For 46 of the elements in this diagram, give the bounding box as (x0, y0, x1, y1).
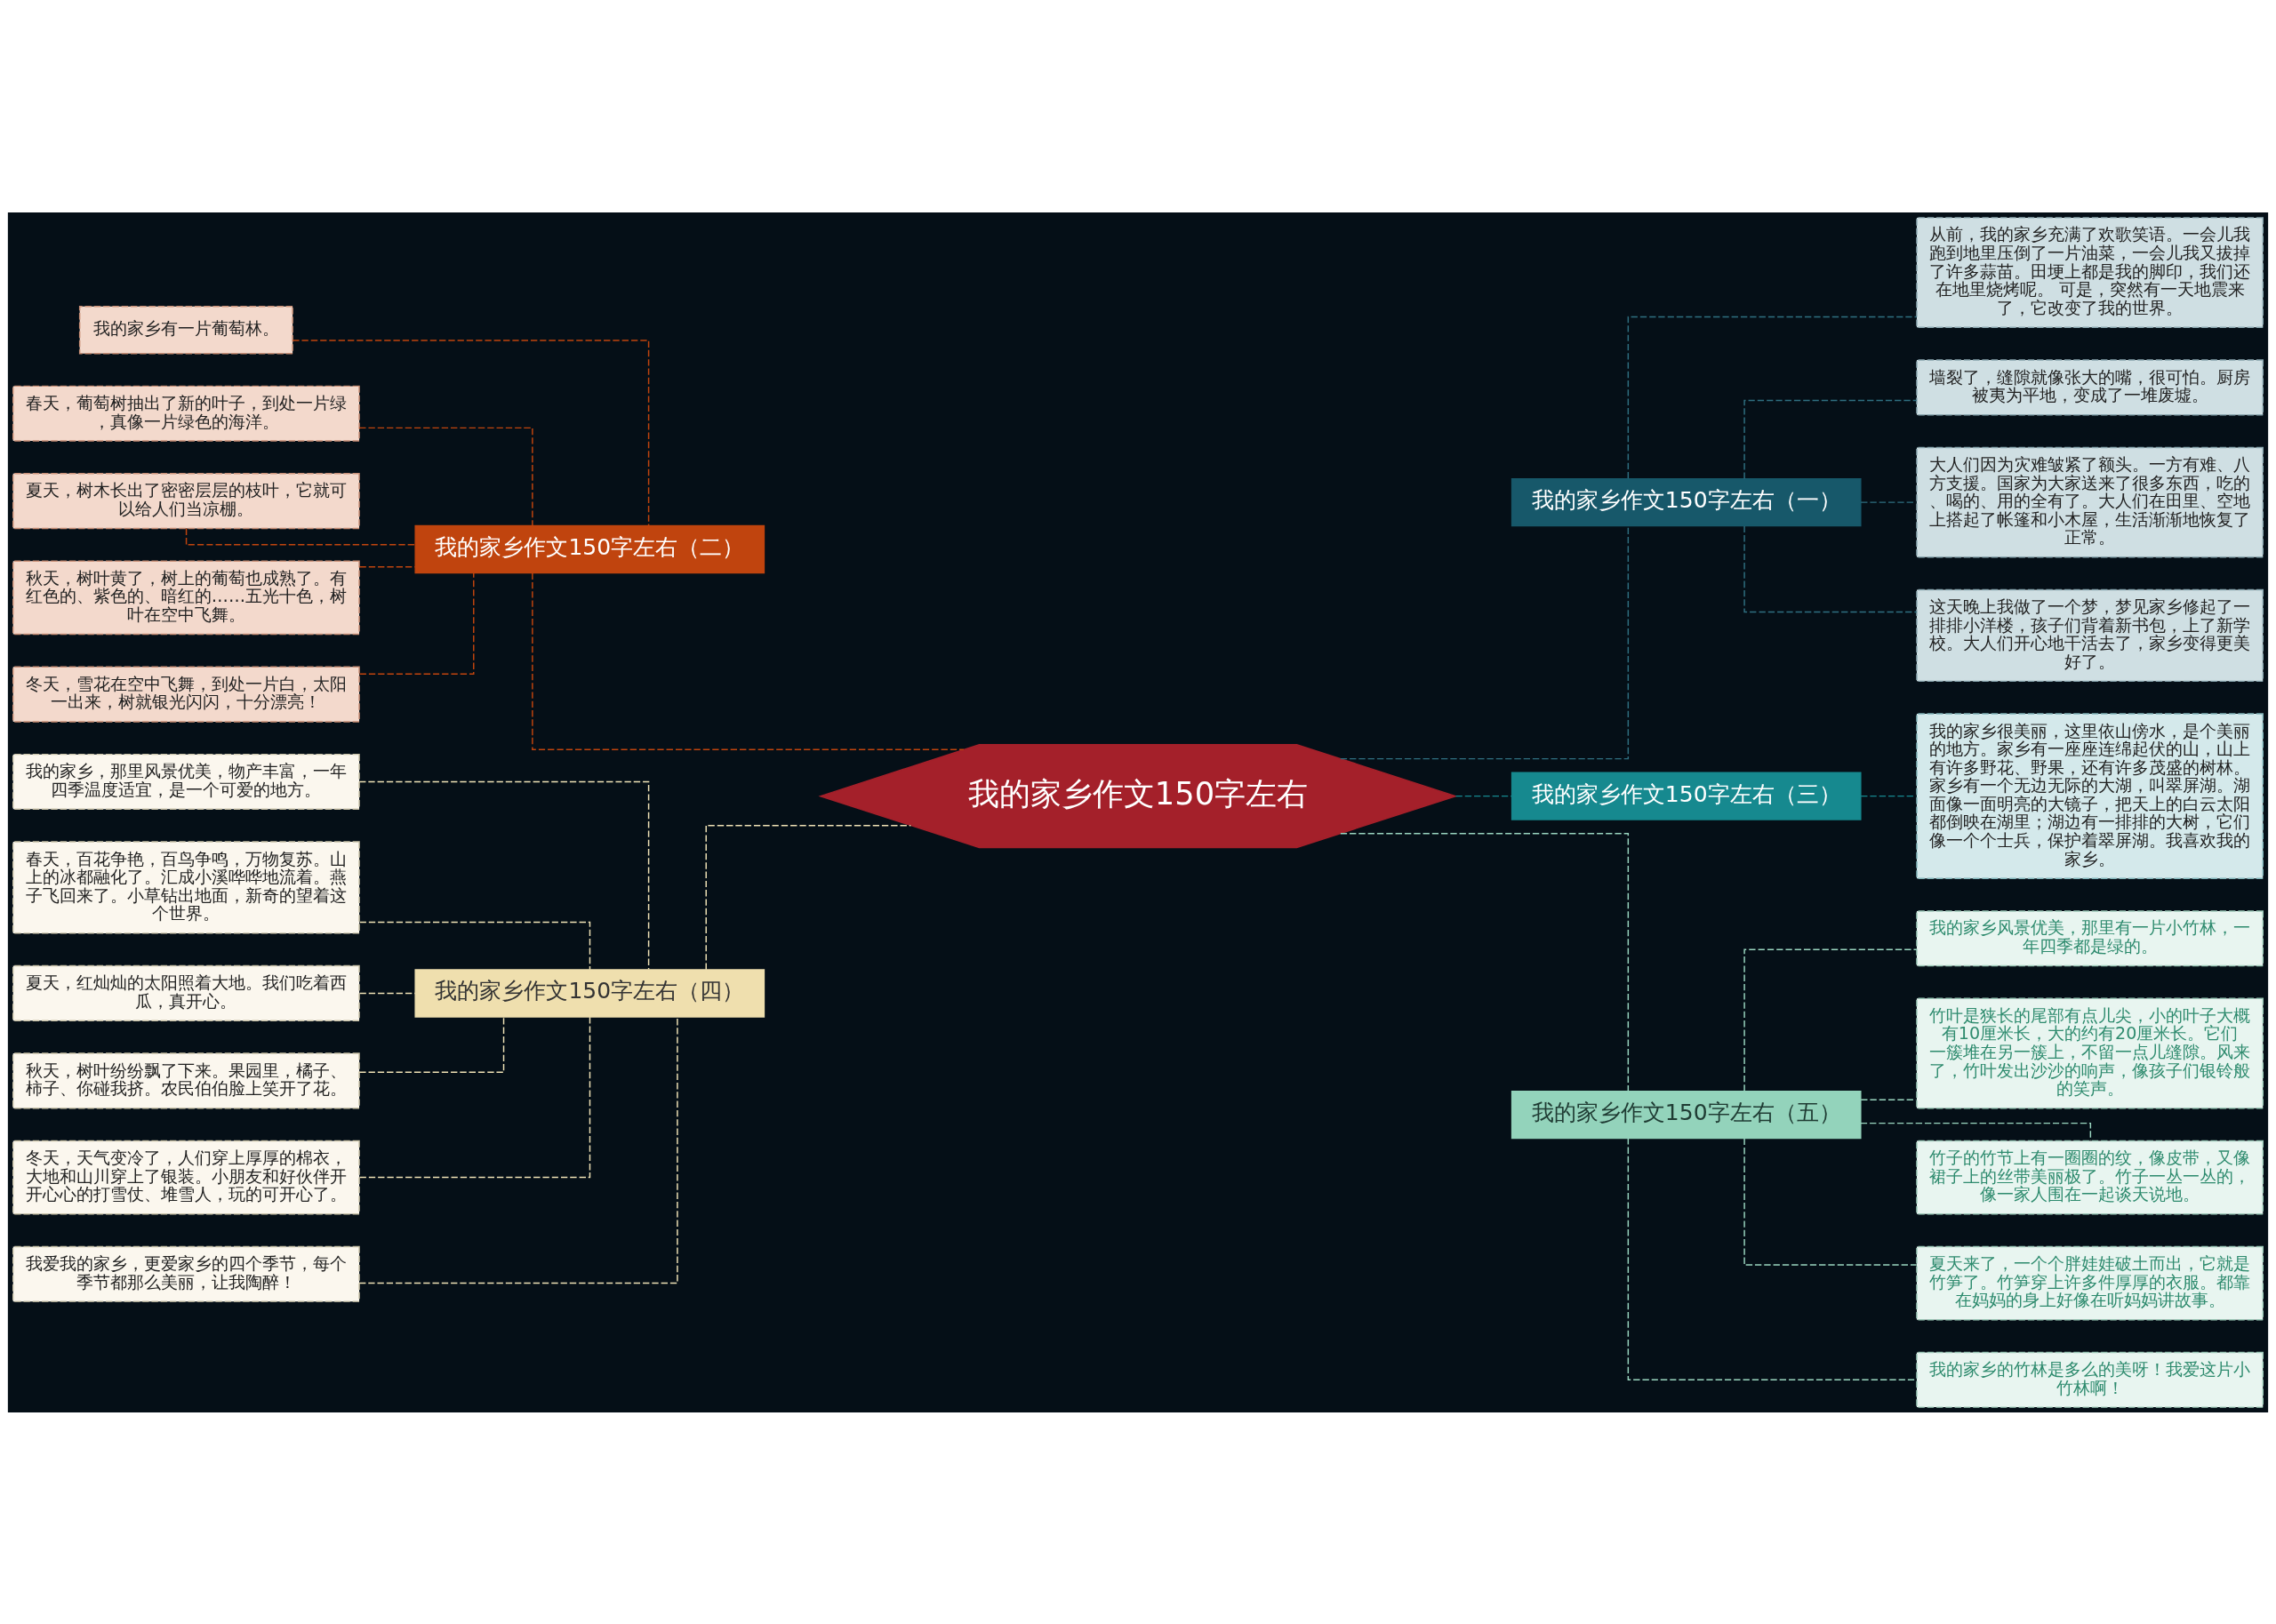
node-box: 墙裂了，缝隙就像张大的嘴，很可怕。厨房被夷为平地，变成了一堆废墟。 (1916, 358, 2264, 415)
node-box: 我的家乡，那里风景优美，物产丰富，一年四季温度适宜，是一个可爱的地方。 (12, 753, 360, 810)
connector (532, 572, 965, 750)
connector (1455, 795, 1512, 796)
node-box: 夏天，树木长出了密密层层的枝叶，它就可以给人们当凉棚。 (12, 472, 360, 529)
node-box: 竹叶是狭长的尾部有点儿尖，小的叶子大概有10厘米长，大的约有20厘米长。它们一簇堆在另一簇上，不留一点儿缝隙。风来了，竹叶发出沙沙的响声，像孩子们银铃般的笑声。 (1916, 997, 2264, 1108)
connector (1627, 316, 1918, 479)
node-box: 我的家乡作文150字左右（五） (1511, 1090, 1862, 1139)
node-box: 秋天，树叶纷纷飘了下来。果园里，橘子、柿子、你碰我挤。农民伯伯脸上笑开了花。 (12, 1052, 360, 1108)
connector (358, 992, 416, 994)
node-box: 竹子的竹节上有一圈圈的纹，像皮带，又像裙子上的丝带美丽极了。竹子一丛一丛的，像一家人围在一起谈天说地。 (1916, 1140, 2264, 1214)
connector (292, 339, 650, 526)
node-box: 秋天，树叶黄了，树上的葡萄也成熟了。有红色的、紫色的、暗红的……五光十色，树叶在空中飞舞。 (12, 560, 360, 635)
connector (358, 1015, 505, 1073)
connector (358, 427, 533, 526)
node-box: 大人们因为灾难皱紧了额头。一方有难、八方支援。国家为大家送来了很多东西，吃的、喝的、用的全有了。大人们在田里、空地上搭起了帐篷和小木屋，生活渐渐地恢复了正常。 (1916, 446, 2264, 558)
connector (1743, 948, 1918, 1092)
node-box: 这天晚上我做了一个梦，梦见家乡修起了一排排小洋楼，孩子们背着新书包，上了新学校。大人们开心地干活去了，家乡变得更美好了。 (1916, 588, 2264, 682)
connector (358, 1015, 591, 1178)
node-box: 春天，葡萄树抽出了新的叶子，到处一片绿，真像一片绿色的海洋。 (12, 385, 360, 442)
connector (1743, 1137, 1918, 1266)
node-box: 夏天，红灿灿的太阳照着大地。我们吃着西瓜，真开心。 (12, 964, 360, 1021)
connector (358, 1015, 678, 1284)
node-box: 我的家乡作文150字左右（三） (1511, 771, 1862, 820)
node-box: 我的家乡的竹林是多么的美呀！我爱这片小竹林啊！ (1916, 1351, 2264, 1408)
node-box: 我爱我的家乡，更爱家乡的四个季节，每个季节都那么美丽，让我陶醉！ (12, 1245, 360, 1302)
connector (358, 572, 475, 675)
connector (1743, 524, 1918, 612)
node-box: 春天，百花争艳，百鸟争鸣，万物复苏。山上的冰都融化了。汇成小溪哗哗地流着。燕子飞回来了。小草钻出地面，新奇的望着这个世界。 (12, 840, 360, 934)
node-box: 我的家乡有一片葡萄林。 (78, 305, 293, 354)
connector (1743, 399, 1918, 479)
connector (358, 780, 650, 970)
node-box: 我的家乡作文150字左右（四） (414, 968, 765, 1018)
node-box: 我的家乡风景优美，那里有一片小竹林，一年四季都是绿的。 (1916, 909, 2264, 966)
node-box: 我的家乡很美丽，这里依山傍水，是个美丽的地方。家乡有一座座连绵起伏的山，山上有许多野花、野果，还有许多茂盛的树林。家乡有一个无边无际的大湖，叫翠屏湖。湖面像一面明亮的大镜子，把天上的白云太阳都倒映在湖里；湖边有一排排的大树，它们像一个个士兵，保护着翠屏湖。我喜欢我的家乡。 (1916, 712, 2264, 879)
node-box: 我的家乡作文150字左右（一） (1511, 477, 1862, 526)
connector (1627, 1137, 1918, 1380)
node-box: 我的家乡作文150字左右（二） (414, 524, 765, 573)
node-box: 冬天，天气变冷了，人们穿上厚厚的棉衣，大地和山川穿上了银装。小朋友和好伙伴开开心心的打雪仗、堆雪人，玩的可开心了。 (12, 1140, 360, 1214)
node-box: 冬天，雪花在空中飞舞，到处一片白，太阳一出来，树就银光闪闪，十分漂亮！ (12, 665, 360, 723)
connector (358, 921, 591, 971)
node-box: 夏天来了，一个个胖娃娃破土而出，它就是竹笋了。竹笋穿上许多件厚厚的衣服。都靠在妈妈的身上好像在听妈妈讲故事。 (1916, 1245, 2264, 1320)
connector (1340, 832, 1630, 1092)
connector (358, 565, 416, 568)
node-box: 从前，我的家乡充满了欢歌笑语。一会儿我跑到地里压倒了一片油菜，一会儿我又拔掉了许多蒜苗。田埂上都是我的脚印，我们还在地里烧烤呢。 可是，突然有一天地震来了，它改变了我的世界。 (1916, 216, 2264, 328)
connector (705, 824, 912, 971)
